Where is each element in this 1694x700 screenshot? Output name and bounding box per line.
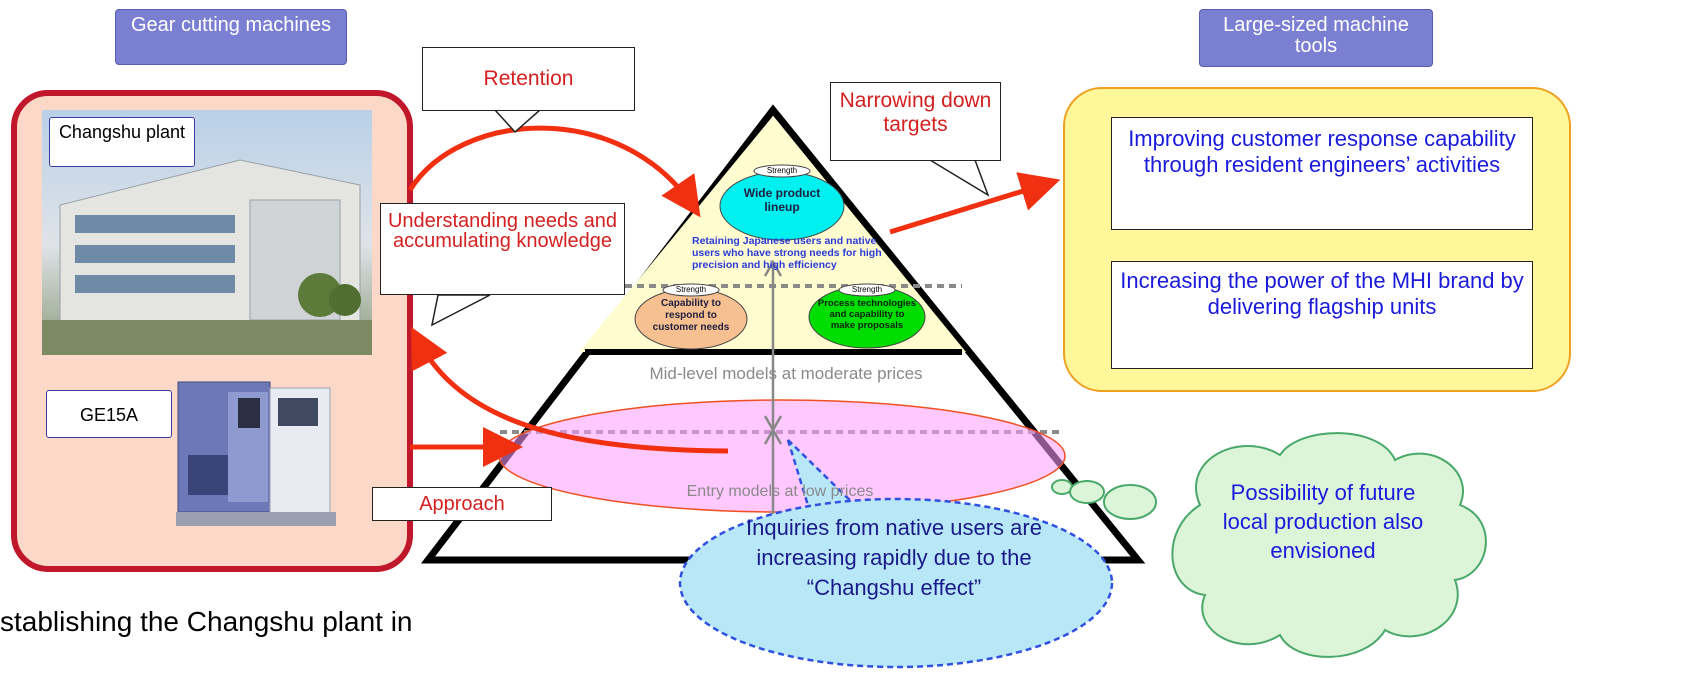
retention-arrow xyxy=(407,125,701,218)
ge15a-machine-photo xyxy=(176,381,336,526)
strength-top-text: Wide product lineup xyxy=(743,186,821,214)
gear-cutting-tag: Gear cutting machines xyxy=(115,9,347,65)
strength-right-text: Process technologies and capability to m… xyxy=(817,298,917,331)
possibility-cloud-shape xyxy=(1051,432,1487,658)
vertical-arrow xyxy=(763,259,783,540)
mhi-brand-item: Increasing the power of the MHI brand by… xyxy=(1111,261,1533,369)
strength-label-right: Strength xyxy=(851,285,883,294)
understanding-arrow xyxy=(411,326,729,454)
approach-callout: Approach xyxy=(372,487,552,521)
strength-left-text: Capability to respond to customer needs xyxy=(652,298,730,333)
narrowing-callout: Narrowing down targets xyxy=(830,82,1001,161)
retention-callout: Retention xyxy=(422,47,635,111)
improving-response-item: Improving customer response capability t… xyxy=(1111,117,1533,230)
inquiries-text: Inquiries from native users are increasi… xyxy=(746,515,1042,600)
inquiries-bubble-shape xyxy=(678,439,1114,669)
establishing-text: stablishing the Changshu plant in xyxy=(0,606,413,637)
top-tier-text: Retaining Japanese users and native user… xyxy=(692,235,882,271)
strength-label-top: Strength xyxy=(766,166,798,175)
changshu-plant-label: Changshu plant xyxy=(49,117,195,167)
ge15a-label: GE15A xyxy=(46,390,172,438)
narrowing-arrow xyxy=(889,172,1061,235)
entry-label: Entry models at low prices xyxy=(686,483,874,500)
large-sized-tag: Large-sized machine tools xyxy=(1199,9,1433,67)
possibility-text: Possibility of future local production a… xyxy=(1222,480,1424,563)
mid-level-label: Mid-level models at moderate prices xyxy=(649,364,923,383)
strength-label-left: Strength xyxy=(675,285,707,294)
understanding-callout: Understanding needs and accumulating kno… xyxy=(380,203,625,295)
